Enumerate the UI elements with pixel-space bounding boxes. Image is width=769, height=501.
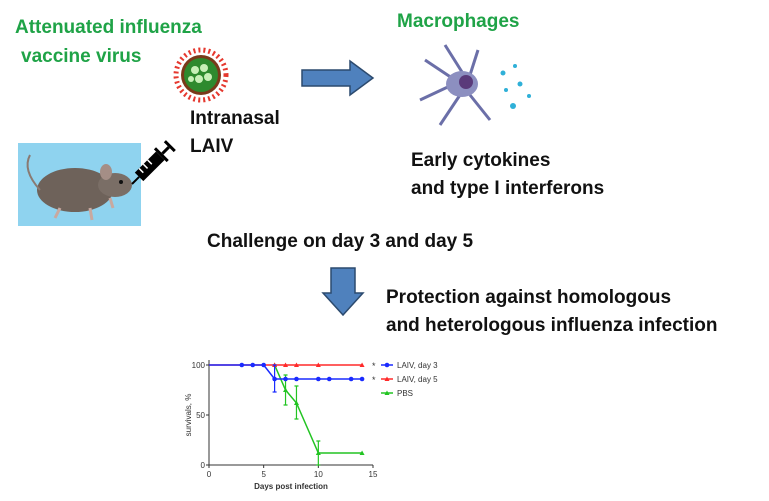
legend-label: PBS [397, 389, 413, 398]
data-point [326, 376, 332, 382]
mouse-image [18, 143, 141, 226]
y-axis-label: survivals, % [184, 394, 193, 437]
legend-marker [384, 376, 390, 381]
x-tick-label: 15 [369, 470, 378, 479]
route-label-1: Intranasal [190, 108, 280, 129]
data-point [283, 362, 289, 367]
data-point [261, 362, 266, 368]
significance-marker: * [372, 361, 376, 371]
x-tick-label: 0 [207, 470, 212, 479]
data-point [315, 362, 321, 367]
virus-icon [173, 47, 229, 103]
y-tick-label: 0 [201, 461, 206, 470]
protection-label-2: and heterologous influenza infection [386, 315, 718, 336]
challenge-label: Challenge on day 3 and day 5 [207, 231, 474, 252]
legend-label: LAIV, day 5 [397, 375, 438, 384]
data-point [272, 376, 277, 382]
data-point [348, 376, 354, 382]
data-point [283, 387, 289, 392]
data-point [239, 362, 245, 368]
arrow-right-icon [301, 59, 375, 97]
x-axis-label: Days post infection [254, 482, 328, 491]
syringe-icon [131, 140, 176, 185]
data-point [315, 450, 321, 455]
arrow-down-icon [321, 267, 365, 317]
x-tick-label: 5 [261, 470, 266, 479]
data-point [293, 400, 299, 405]
vaccine-label-2: vaccine virus [21, 46, 142, 67]
protection-label-1: Protection against homologous [386, 287, 672, 308]
data-point [316, 376, 321, 382]
data-point [293, 362, 299, 367]
x-tick-label: 10 [314, 470, 323, 479]
macrophages-label: Macrophages [397, 11, 520, 32]
data-point [359, 376, 365, 382]
cytokines-label-1: Early cytokines [411, 150, 551, 171]
data-point [294, 376, 299, 382]
legend-marker [384, 362, 390, 368]
data-point [283, 376, 288, 382]
y-tick-label: 50 [196, 411, 205, 420]
data-point [359, 362, 365, 367]
y-tick-label: 100 [192, 361, 206, 370]
data-point [359, 450, 365, 455]
legend-marker [384, 390, 390, 395]
macrophage-icon [419, 44, 531, 126]
vaccine-label-1: Attenuated influenza [15, 17, 202, 38]
significance-marker: * [372, 375, 376, 385]
route-label-2: LAIV [190, 136, 234, 157]
data-point [250, 362, 256, 368]
legend-label: LAIV, day 3 [397, 361, 438, 370]
cytokines-label-2: and type I interferons [411, 178, 605, 199]
